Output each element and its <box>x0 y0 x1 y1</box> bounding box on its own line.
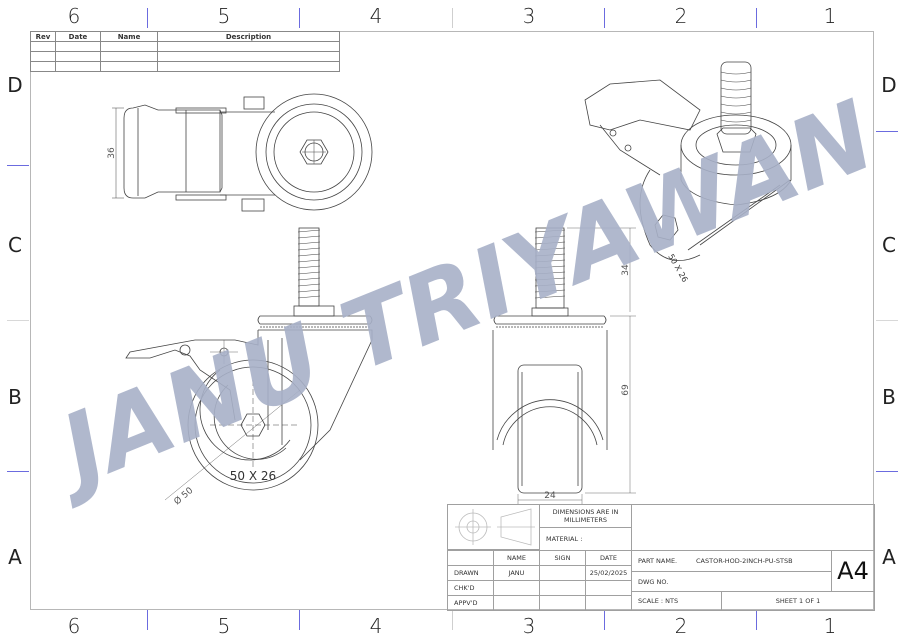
revision-row <box>30 61 340 72</box>
third-angle-projection-icon <box>454 508 535 546</box>
checked-name <box>493 580 540 596</box>
sheet-number: SHEET 1 OF 1 <box>721 591 875 611</box>
zone-tick <box>147 610 148 630</box>
col-header-sign: SIGN <box>539 550 586 566</box>
zone-row-d-left: D <box>7 73 23 97</box>
approved-date <box>585 595 632 611</box>
zone-col-6-bottom: 6 <box>67 614 81 638</box>
part-name-field: PART NAME. CASTOR-HOD-2INCH-PU-STSB <box>631 550 832 572</box>
units-note: DIMENSIONS ARE IN MILLIMETERS <box>539 504 632 528</box>
svg-text:JANU TRIYAWAN: JANU TRIYAWAN <box>32 79 889 512</box>
zone-row-c-right: C <box>882 233 896 257</box>
col-header-date: DATE <box>585 550 632 566</box>
revision-table: Rev Date Name Description <box>30 31 340 72</box>
zone-col-1-top: 1 <box>823 4 837 28</box>
zone-tick <box>756 8 757 28</box>
zone-tick <box>876 471 898 472</box>
zone-col-6-top: 6 <box>67 4 81 28</box>
checked-sign <box>539 580 586 596</box>
zone-tick <box>7 471 29 472</box>
drawn-date: 25/02/2025 <box>585 565 632 581</box>
dwg-no-field: DWG NO. <box>631 571 832 592</box>
company-area <box>631 504 875 551</box>
sheet-size: A4 <box>831 550 875 592</box>
material-label: MATERIAL : <box>539 527 632 551</box>
zone-row-c-left: C <box>8 233 22 257</box>
dim-overall-height: 69 <box>621 384 631 396</box>
zone-col-5-top: 5 <box>217 4 231 28</box>
watermark: JANU TRIYAWAN <box>32 79 889 512</box>
zone-row-a-left: A <box>8 545 22 569</box>
zone-tick <box>876 131 898 132</box>
zone-tick <box>7 320 29 321</box>
zone-tick <box>452 8 453 28</box>
drawing-border <box>30 31 874 610</box>
front-view <box>492 227 636 504</box>
approved-sign <box>539 595 586 611</box>
zone-row-b-left: B <box>8 385 22 409</box>
zone-row-b-right: B <box>882 385 896 409</box>
zone-tick <box>299 8 300 28</box>
scale-field: SCALE : NTS <box>631 591 722 611</box>
iso-view <box>584 61 792 262</box>
zone-col-5-bottom: 5 <box>217 614 231 638</box>
zone-row-a-right: A <box>882 545 896 569</box>
part-name-value: CASTOR-HOD-2INCH-PU-STSB <box>696 557 793 565</box>
dim-wheel-width: 24 <box>544 491 556 501</box>
header-blank <box>447 550 494 566</box>
zone-row-d-right: D <box>881 73 897 97</box>
zone-tick <box>604 610 605 630</box>
row-approved-label: APPV'D <box>447 595 494 611</box>
approved-name <box>493 595 540 611</box>
zone-col-2-top: 2 <box>674 4 688 28</box>
drawn-sign <box>539 565 586 581</box>
zone-tick <box>756 610 757 630</box>
zone-col-3-bottom: 3 <box>522 614 536 638</box>
col-header-name: NAME <box>493 550 540 566</box>
row-checked-label: CHK'D <box>447 580 494 596</box>
zone-col-2-bottom: 2 <box>674 614 688 638</box>
dwg-no-label: DWG NO. <box>638 577 669 586</box>
projection-symbol-cell <box>447 504 540 550</box>
rev-cell <box>157 61 340 72</box>
dim-stem-length: 34 <box>621 264 631 276</box>
zone-col-4-top: 4 <box>369 4 383 28</box>
zone-col-3-top: 3 <box>522 4 536 28</box>
checked-date <box>585 580 632 596</box>
row-drawn-label: DRAWN <box>447 565 494 581</box>
zone-col-4-bottom: 4 <box>369 614 383 638</box>
title-block: DIMENSIONS ARE IN MILLIMETERS MATERIAL :… <box>447 504 875 611</box>
side-view <box>125 227 373 501</box>
side-wheel-label: 50 X 26 <box>230 469 276 483</box>
dim-wheel-diameter: Ø 50 <box>172 485 196 507</box>
part-name-label: PART NAME. <box>638 557 678 565</box>
drawn-name: JANU <box>493 565 540 581</box>
zone-tick <box>147 8 148 28</box>
zone-tick <box>876 320 898 321</box>
zone-tick <box>452 610 453 630</box>
top-view <box>112 93 373 212</box>
zone-tick <box>299 610 300 630</box>
zone-tick <box>604 8 605 28</box>
zone-tick <box>7 165 29 166</box>
zone-col-1-bottom: 1 <box>823 614 837 638</box>
dim-top-width: 36 <box>107 147 117 159</box>
